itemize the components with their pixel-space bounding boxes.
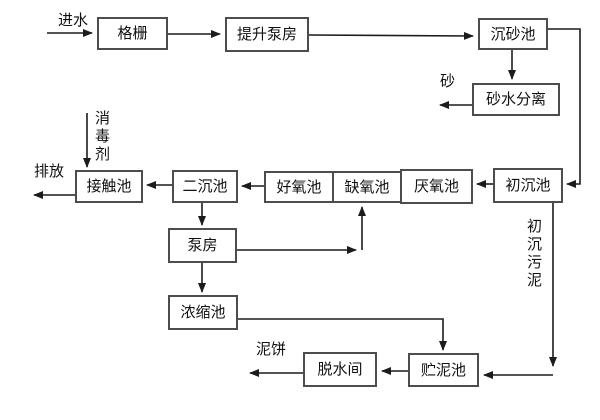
node-dewatering-room: 脱水间 xyxy=(303,352,377,387)
node-lift-pump-house: 提升泵房 xyxy=(225,17,309,52)
label-disinfectant: 消毒剂 xyxy=(93,110,110,164)
node-anaerobic-tank: 厌氧池 xyxy=(400,169,473,204)
node-grid-screen: 格栅 xyxy=(97,17,168,50)
node-sand-water-separator: 砂水分离 xyxy=(472,83,560,116)
node-grit-chamber: 沉砂池 xyxy=(478,18,548,50)
label-influent: 进水 xyxy=(58,12,89,29)
arrow-thickening-to-storage xyxy=(238,318,447,351)
arrow-lift-pump-to-grit xyxy=(308,31,474,40)
label-discharge: 排放 xyxy=(34,163,65,180)
node-pump-house: 泵房 xyxy=(168,228,237,263)
bio-tank-group: 好氧池 缺氧池 xyxy=(264,171,402,203)
node-secondary-sedimentation-tank: 二沉池 xyxy=(172,170,238,203)
node-sludge-storage-tank: 贮泥池 xyxy=(408,353,479,387)
label-primary-sludge: 初沉污泥 xyxy=(525,218,542,290)
label-sludge-cake: 泥饼 xyxy=(256,341,287,358)
label-sand: 砂 xyxy=(440,73,456,90)
node-thickening-tank: 浓缩池 xyxy=(168,295,238,330)
node-contact-tank: 接触池 xyxy=(75,170,143,203)
arrow-grit-to-primary xyxy=(548,28,581,188)
node-primary-sedimentation-tank: 初沉池 xyxy=(493,168,563,203)
node-aerobic-tank: 好氧池 xyxy=(276,178,322,196)
node-anoxic-tank: 缺氧池 xyxy=(332,173,400,201)
